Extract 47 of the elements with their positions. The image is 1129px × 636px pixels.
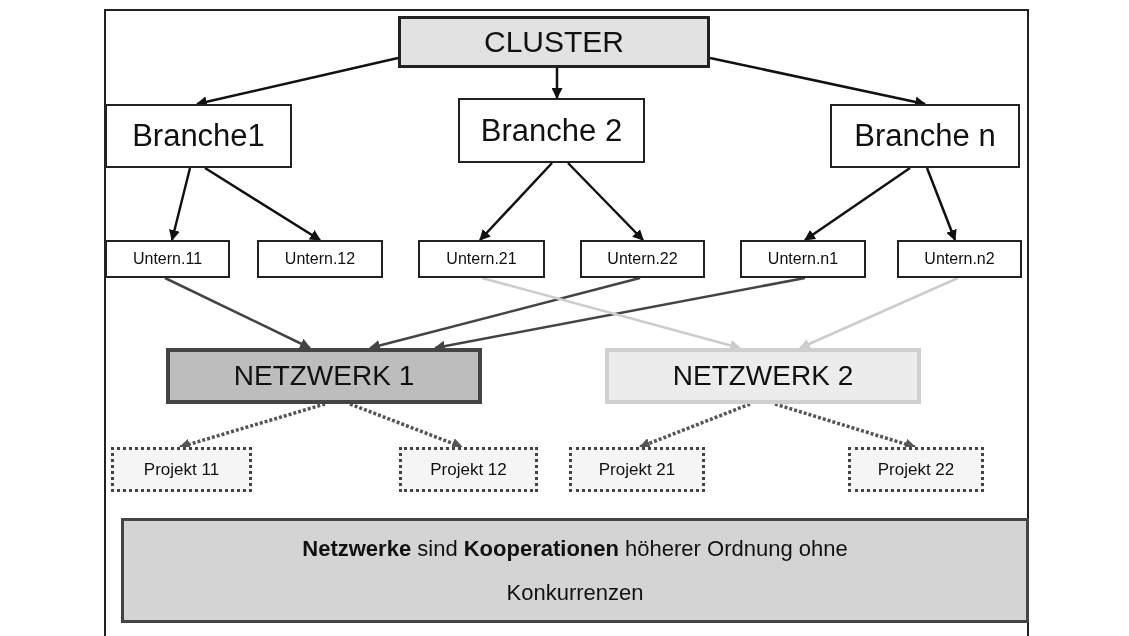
node-label: Untern.21 (446, 250, 517, 268)
arrow (925, 167, 957, 242)
arrow (799, 276, 959, 350)
node-label: Projekt 12 (430, 459, 507, 480)
node-label: Untern.n2 (924, 250, 995, 268)
project-box (848, 447, 984, 492)
node-label: Projekt 21 (598, 459, 676, 480)
branch-box (830, 104, 1020, 168)
cluster-box (398, 16, 710, 68)
company-box (105, 240, 230, 278)
note-text: Netzwerke sind Kooperationen höherer Ordnung ohne Konkurrenzen (301, 534, 849, 607)
node-label: Branche1 (132, 118, 265, 154)
network-box (166, 348, 482, 404)
arrow (804, 166, 911, 242)
arrow (639, 402, 751, 449)
node-label: Untern.11 (132, 250, 203, 268)
company-box (740, 240, 866, 278)
project-box (111, 447, 252, 492)
network-box (605, 348, 921, 404)
node-label: CLUSTER (484, 25, 624, 59)
arrow (164, 276, 311, 350)
arrow (551, 68, 563, 100)
company-box (257, 240, 383, 278)
company-box (897, 240, 1022, 278)
node-label: NETZWERK 1 (233, 360, 415, 392)
company-box (580, 240, 705, 278)
arrow (479, 162, 553, 241)
arrow (169, 167, 192, 242)
note-box (121, 518, 1029, 623)
node-label: Branche n (854, 118, 996, 154)
branch-box (105, 104, 292, 168)
arrow (567, 162, 644, 241)
node-label: NETZWERK 2 (672, 360, 854, 392)
project-box (569, 447, 705, 492)
node-label: Projekt 22 (877, 459, 955, 480)
arrow (349, 402, 464, 449)
project-box (399, 447, 538, 492)
node-label: Untern.22 (607, 250, 678, 268)
node-label: Untern.n1 (767, 250, 839, 268)
arrow (204, 166, 321, 242)
branch-box (458, 98, 645, 163)
node-label: Branche 2 (480, 112, 623, 149)
node-label: Untern.12 (284, 250, 356, 268)
node-label: Projekt 11 (143, 459, 220, 480)
arrow (368, 276, 641, 351)
arrow (481, 276, 742, 351)
company-box (418, 240, 545, 278)
